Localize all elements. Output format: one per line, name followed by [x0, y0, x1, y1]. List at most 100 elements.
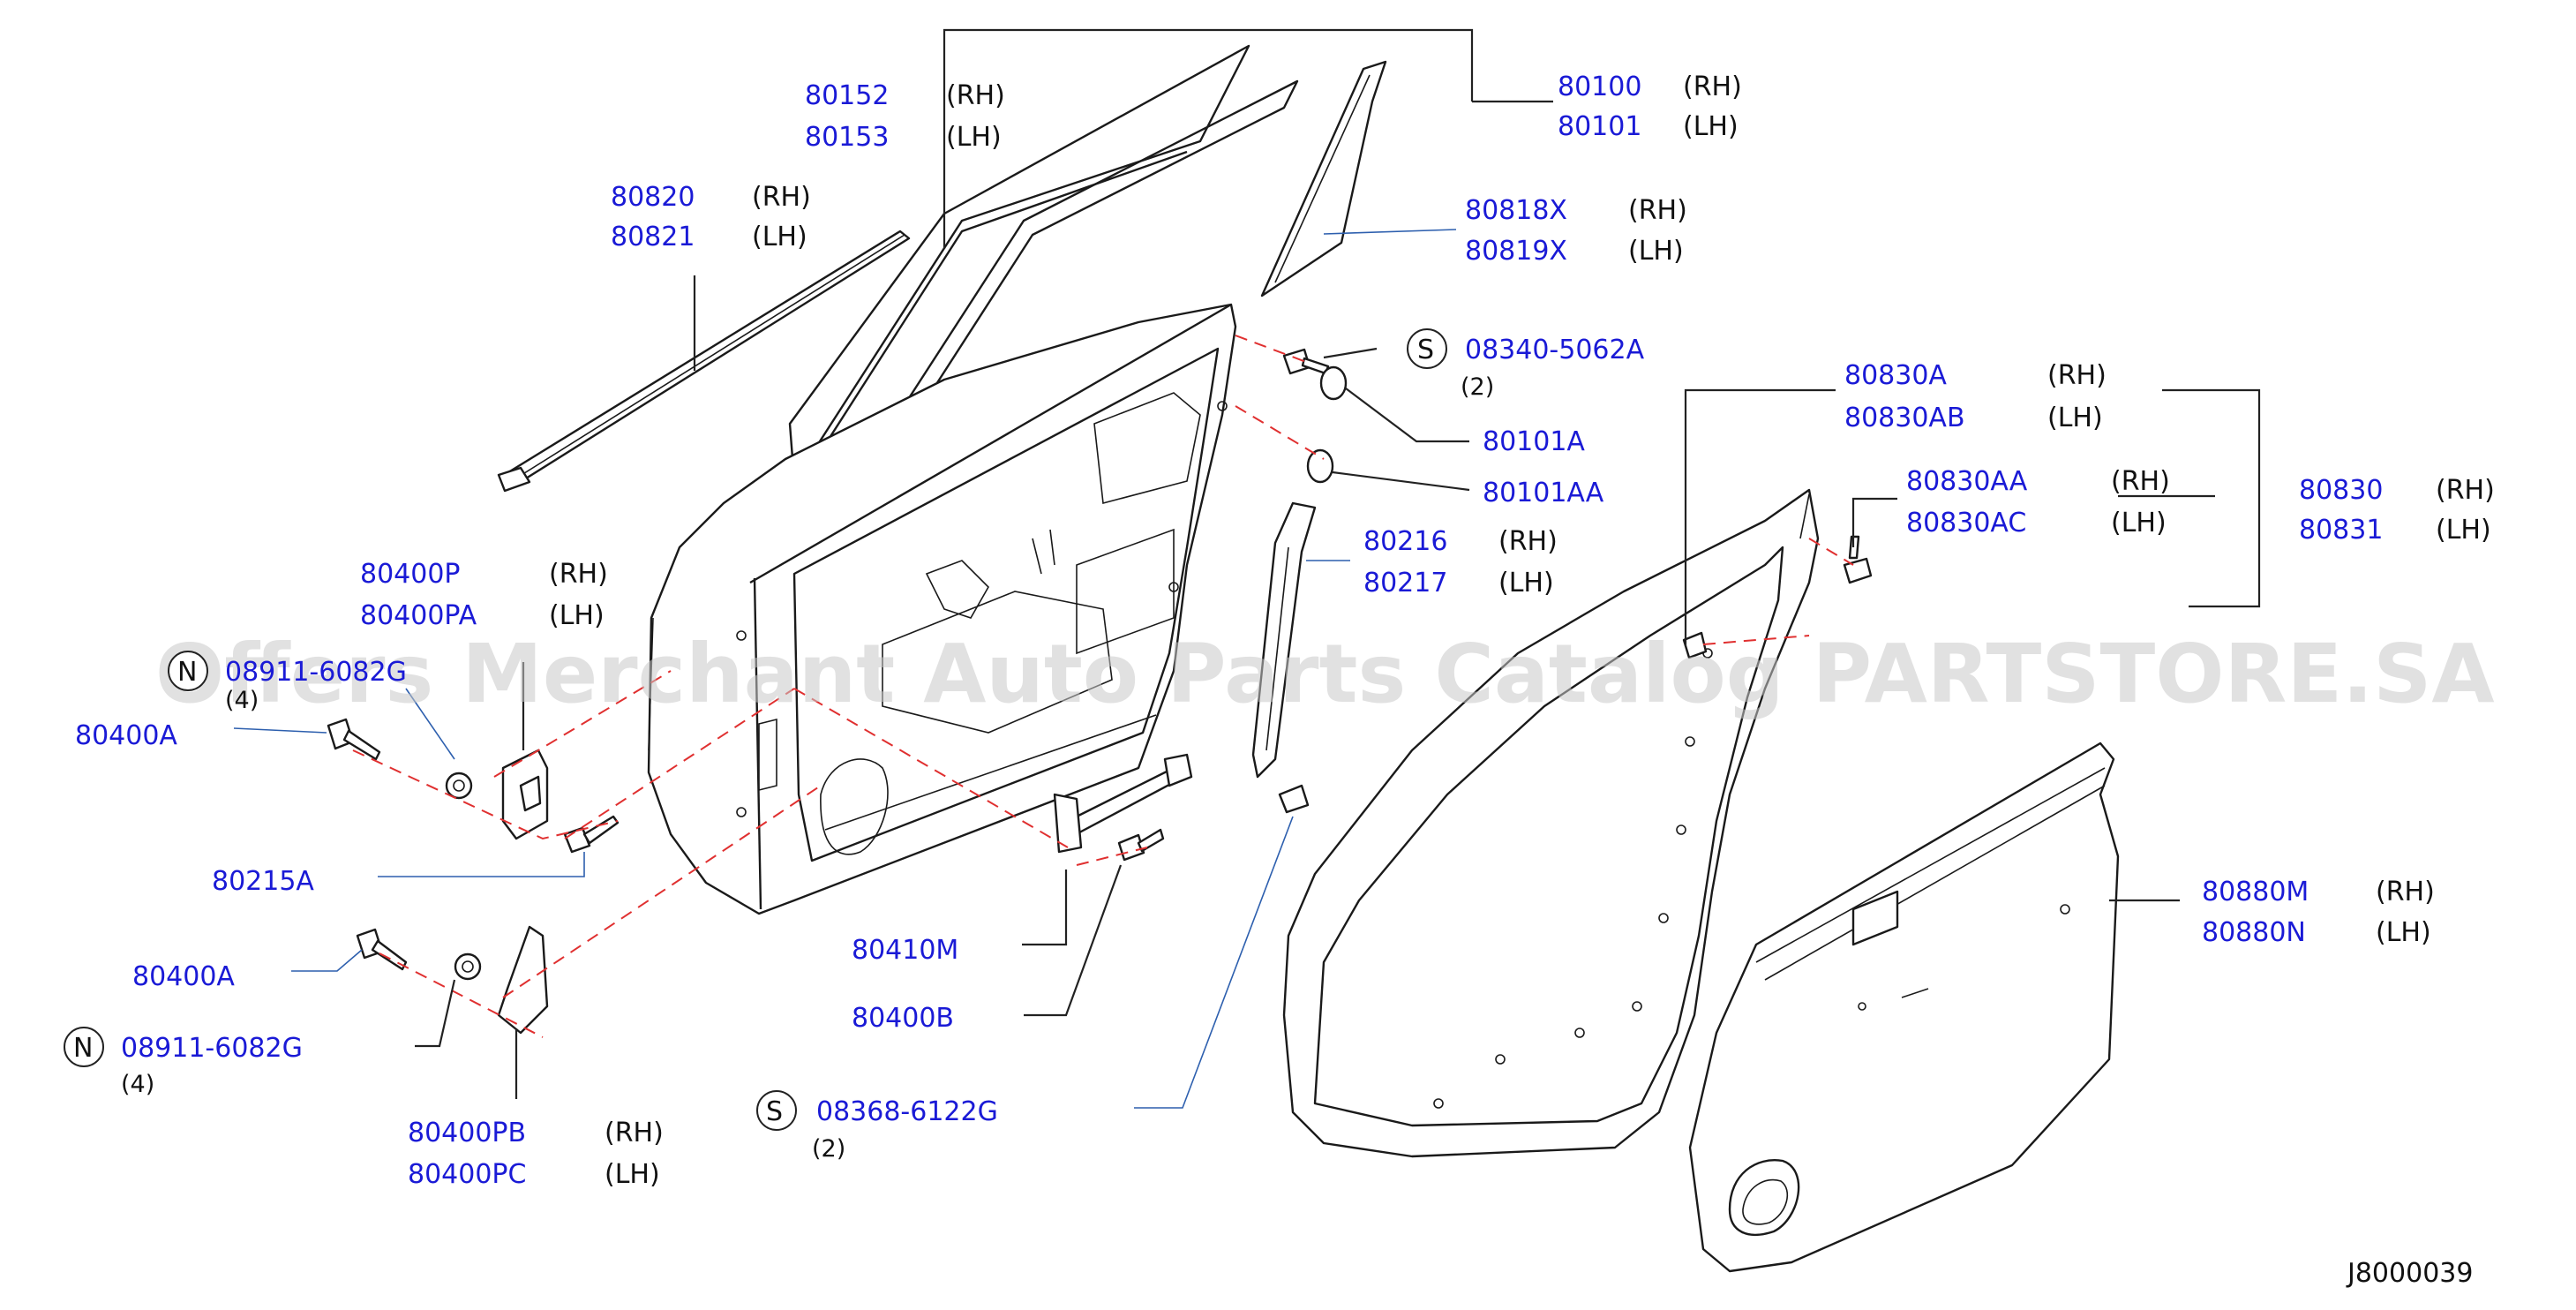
callout-08340-5062A[interactable]: S 08340-5062A (2)	[1407, 328, 1645, 401]
callout-80152[interactable]: 80152 (RH)	[805, 80, 1005, 111]
callout-80410M[interactable]: 80410M	[852, 935, 958, 966]
part-number-80400B[interactable]: 80400B	[852, 1003, 954, 1034]
part-number-80400A[interactable]: 80400A	[75, 720, 177, 751]
callout-80821[interactable]: 80821 (LH)	[611, 222, 807, 252]
callout-80216[interactable]: 80216 (RH)	[1363, 526, 1558, 557]
upper-hinge-80400P[interactable]	[445, 749, 549, 840]
quantity: (4)	[225, 687, 259, 714]
part-number-08911-6082G[interactable]: 08911-6082G	[225, 657, 407, 688]
part-number-80880N[interactable]: 80880N	[2202, 917, 2306, 948]
part-number-80100[interactable]: 80100	[1558, 72, 1641, 102]
callout-80830A[interactable]: 80830A (RH)	[1844, 360, 2107, 391]
side-label: (LH)	[2111, 508, 2167, 538]
plug-80101AA[interactable]	[1306, 448, 1334, 484]
callout-80101AA[interactable]: 80101AA	[1483, 478, 1604, 508]
part-number-80821[interactable]: 80821	[611, 222, 695, 252]
part-number-80400P[interactable]: 80400P	[360, 559, 461, 590]
callout-80820[interactable]: 80820 (RH)	[611, 182, 811, 213]
screw-08368[interactable]	[1278, 784, 1310, 814]
callout-80400PB[interactable]: 80400PB (RH)	[408, 1118, 664, 1148]
callout-80880N[interactable]: 80880N (LH)	[2202, 917, 2431, 948]
callout-80101[interactable]: 80101 (LH)	[1558, 111, 1739, 142]
side-label: (RH)	[1683, 72, 1742, 102]
callout-80100[interactable]: 80100 (RH)	[1558, 72, 1742, 102]
plug-80101A[interactable]	[1319, 365, 1348, 401]
door-check-80410M[interactable]	[1053, 753, 1193, 854]
lower-hinge-80400PB[interactable]	[454, 925, 549, 1035]
part-number-80152[interactable]: 80152	[805, 80, 889, 111]
symbol-s: S	[766, 1096, 783, 1127]
symbol-n: N	[177, 657, 197, 688]
callout-08368-6122G[interactable]: S 08368-6122G (2)	[756, 1090, 998, 1163]
callout-08911-6082G-upper[interactable]: N 08911-6082G (4)	[168, 651, 407, 714]
part-number-80830[interactable]: 80830	[2299, 475, 2383, 506]
callout-80830[interactable]: 80830 (RH)	[2299, 475, 2495, 506]
callout-80819X[interactable]: 80819X (LH)	[1465, 236, 1684, 267]
callout-80830AC[interactable]: 80830AC (LH)	[1906, 508, 2167, 538]
hinge-bolt-lower[interactable]	[356, 928, 408, 971]
callout-80400A-lower[interactable]: 80400A	[132, 961, 235, 992]
door-glass-80152[interactable]	[788, 44, 1250, 482]
part-number-80101[interactable]: 80101	[1558, 111, 1641, 142]
side-label: (LH)	[1498, 568, 1554, 599]
part-number-80101AA[interactable]: 80101AA	[1483, 478, 1604, 508]
callout-80831[interactable]: 80831 (LH)	[2299, 515, 2491, 546]
side-label: (LH)	[549, 600, 605, 631]
side-label: (RH)	[2111, 466, 2170, 497]
callout-80400B[interactable]: 80400B	[852, 1003, 954, 1034]
part-number-80830AA[interactable]: 80830AA	[1906, 466, 2028, 497]
callout-80880M[interactable]: 80880M (RH)	[2202, 877, 2435, 907]
door-shell[interactable]	[647, 303, 1237, 915]
door-trim-panel-80880M[interactable]	[1688, 742, 2120, 1273]
part-number-80216[interactable]: 80216	[1363, 526, 1447, 557]
callout-80153[interactable]: 80153 (LH)	[805, 122, 1002, 153]
symbol-circle	[1407, 328, 1447, 369]
clip-80830AA[interactable]	[1843, 535, 1873, 584]
screw-08340[interactable]	[1282, 348, 1330, 375]
part-number-80400PA[interactable]: 80400PA	[360, 600, 477, 631]
symbol-s: S	[1417, 335, 1434, 365]
symbol-circle	[64, 1027, 104, 1067]
part-number-80830A[interactable]: 80830A	[1844, 360, 1947, 391]
hinge-bolt-upper[interactable]	[327, 718, 381, 761]
part-number-08911-6082G[interactable]: 08911-6082G	[121, 1033, 303, 1064]
part-number-80400PB[interactable]: 80400PB	[408, 1118, 526, 1148]
callout-80818X[interactable]: 80818X (RH)	[1465, 195, 1687, 226]
part-number-80820[interactable]: 80820	[611, 182, 695, 213]
callout-80400A-upper[interactable]: 80400A	[75, 720, 177, 751]
part-number-08340-5062A[interactable]: 08340-5062A	[1465, 335, 1645, 365]
quantity: (4)	[121, 1071, 154, 1098]
part-number-80830AC[interactable]: 80830AC	[1906, 508, 2026, 538]
part-number-80880M[interactable]: 80880M	[2202, 877, 2309, 907]
sash-bracket-80216[interactable]	[1251, 501, 1317, 779]
glass-run-80818X[interactable]	[1260, 60, 1387, 297]
part-number-80215A[interactable]: 80215A	[212, 866, 314, 897]
callout-80400PA[interactable]: 80400PA (LH)	[360, 600, 605, 631]
side-label: (RH)	[2047, 360, 2107, 391]
part-number-80410M[interactable]: 80410M	[852, 935, 958, 966]
callout-80215A[interactable]: 80215A	[212, 866, 314, 897]
callout-80217[interactable]: 80217 (LH)	[1363, 568, 1554, 599]
part-number-08368-6122G[interactable]: 08368-6122G	[816, 1096, 998, 1127]
part-number-80819X[interactable]: 80819X	[1465, 236, 1567, 267]
side-label: (LH)	[2436, 515, 2491, 546]
bolt-80400B[interactable]	[1117, 828, 1165, 862]
callout-80101A[interactable]: 80101A	[1483, 426, 1585, 457]
part-number-80818X[interactable]: 80818X	[1465, 195, 1567, 226]
part-number-80400A[interactable]: 80400A	[132, 961, 235, 992]
callout-80400P[interactable]: 80400P (RH)	[360, 559, 608, 590]
callout-80830AA[interactable]: 80830AA (RH)	[1906, 466, 2170, 497]
part-number-80830AB[interactable]: 80830AB	[1844, 403, 1965, 433]
part-number-80153[interactable]: 80153	[805, 122, 889, 153]
side-label: (LH)	[605, 1159, 660, 1190]
callout-80830AB[interactable]: 80830AB (LH)	[1844, 403, 2103, 433]
part-number-80831[interactable]: 80831	[2299, 515, 2383, 546]
clip-80830A[interactable]	[1682, 631, 1708, 659]
moulding-strip-80820[interactable]	[497, 230, 911, 493]
callout-08911-6082G-lower[interactable]: N 08911-6082G (4)	[64, 1027, 303, 1098]
part-number-80400PC[interactable]: 80400PC	[408, 1159, 526, 1190]
callout-80400PC[interactable]: 80400PC (LH)	[408, 1159, 660, 1190]
part-number-80101A[interactable]: 80101A	[1483, 426, 1585, 457]
part-number-80217[interactable]: 80217	[1363, 568, 1447, 599]
